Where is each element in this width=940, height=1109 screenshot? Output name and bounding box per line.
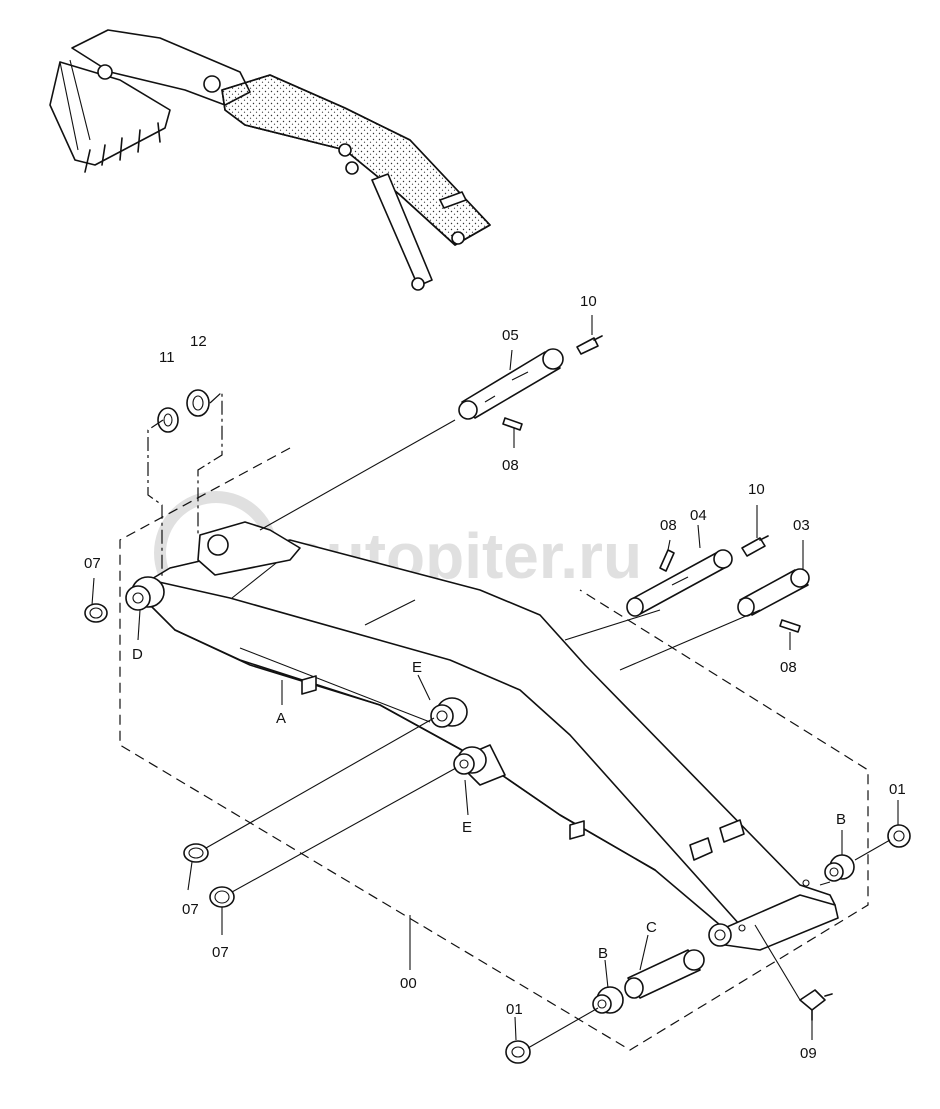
pin-04 [626,549,733,617]
label-07-left: 07 [84,555,101,572]
washer-01-lower [505,1040,531,1064]
shim-11 [157,407,179,433]
label-B-right: B [836,811,846,828]
label-12: 12 [190,333,207,350]
label-B-lower: B [598,945,608,962]
assembly-boundary [119,447,869,1051]
label-D: D [132,646,143,663]
callout-labels: 05 10 08 11 12 08 04 10 03 08 07 D A E E… [84,293,906,1062]
pin-03 [737,568,810,617]
shim-12 [186,389,210,417]
label-11: 11 [159,349,175,366]
label-08-lower: 08 [780,659,797,676]
label-07-middle: 07 [182,901,199,918]
leader-lines [91,315,899,1049]
bushing-D [125,576,165,611]
label-E-lower: E [462,819,472,836]
overview-excavator-sketch [49,29,491,291]
bushing-C [624,949,705,999]
bushing-B-lower [592,986,624,1014]
arm-body [149,521,839,951]
label-08-upper: 08 [502,457,519,474]
washer-01-right [887,824,911,848]
label-C: C [646,919,657,936]
ring-07-lower [209,886,235,908]
label-07-lower: 07 [212,944,229,961]
label-E-upper: E [412,659,422,676]
label-03: 03 [793,517,810,534]
ring-07-middle [183,843,209,863]
grease-elbow-09 [799,989,833,1021]
label-A: A [276,710,286,727]
label-10-lower: 10 [748,481,765,498]
ring-07-left [84,603,108,623]
pin-08-middle [659,549,675,572]
grease-fitting-10-upper [576,335,603,355]
label-00: 00 [400,975,417,992]
label-04: 04 [690,507,707,524]
label-09: 09 [800,1045,817,1062]
label-08-middle: 08 [660,517,677,534]
pin-08-upper [502,417,523,431]
pin-05 [458,348,564,420]
pin-08-lower [779,619,801,633]
label-10-upper: 10 [580,293,597,310]
bushing-E-lower [453,744,506,786]
label-01-lower: 01 [506,1001,523,1018]
bushing-E-upper [430,697,468,728]
grease-fitting-10-lower [741,535,769,557]
label-01-right: 01 [889,781,906,798]
bushing-B-right [824,854,855,882]
label-05: 05 [502,327,519,344]
